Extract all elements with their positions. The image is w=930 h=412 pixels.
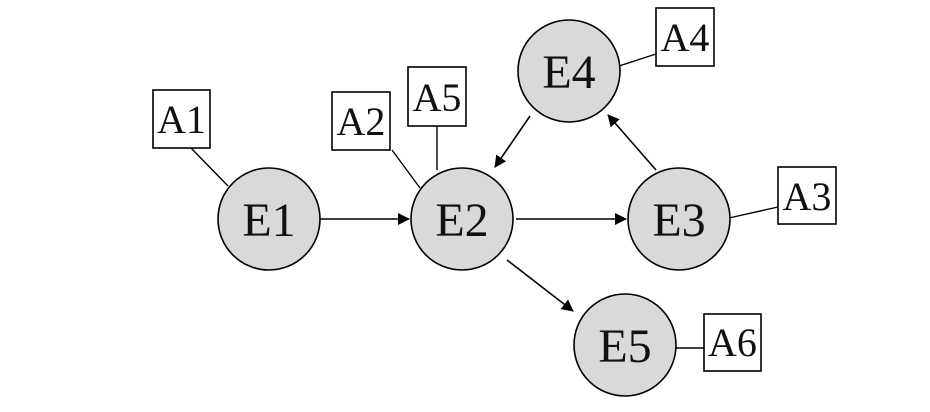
entity-node-e3: E3 (627, 167, 731, 271)
attribute-label-a6: A6 (708, 320, 757, 365)
entity-label-e3: E3 (652, 194, 705, 247)
link-a3-e3 (728, 206, 779, 219)
attribute-label-a1: A1 (157, 97, 206, 142)
attribute-label-a4: A4 (661, 15, 710, 60)
attribute-box-a1: A1 (152, 89, 211, 149)
attribute-box-a2: A2 (331, 91, 391, 151)
attribute-boxes: A1 A2 A5 A4 A3 A6 (152, 7, 837, 372)
entity-label-e4: E4 (542, 46, 595, 99)
edge-e4-e2 (494, 115, 531, 168)
entity-label-e1: E1 (242, 194, 295, 247)
attribute-label-a3: A3 (783, 174, 832, 219)
entity-node-e5: E5 (573, 293, 677, 397)
link-a2-e2 (391, 149, 421, 189)
entity-label-e5: E5 (598, 320, 651, 373)
entity-node-e1: E1 (217, 167, 321, 271)
edge-e3-e4 (607, 114, 657, 171)
link-a1-e1 (190, 147, 229, 187)
attribute-links (190, 53, 779, 349)
entity-node-e2: E2 (410, 167, 514, 271)
relationship-edges (319, 114, 657, 312)
entity-nodes: E1 E2 E3 E4 E5 (217, 19, 731, 397)
edge-e2-e5 (506, 259, 574, 312)
attribute-label-a2: A2 (337, 99, 386, 144)
entity-node-e4: E4 (517, 19, 621, 123)
attribute-box-a3: A3 (777, 166, 837, 225)
entity-label-e2: E2 (435, 194, 488, 247)
attribute-box-a6: A6 (703, 313, 762, 372)
attribute-box-a4: A4 (655, 7, 715, 67)
attribute-box-a5: A5 (407, 66, 467, 127)
attribute-label-a5: A5 (413, 75, 462, 120)
link-a4-e4 (618, 53, 657, 67)
